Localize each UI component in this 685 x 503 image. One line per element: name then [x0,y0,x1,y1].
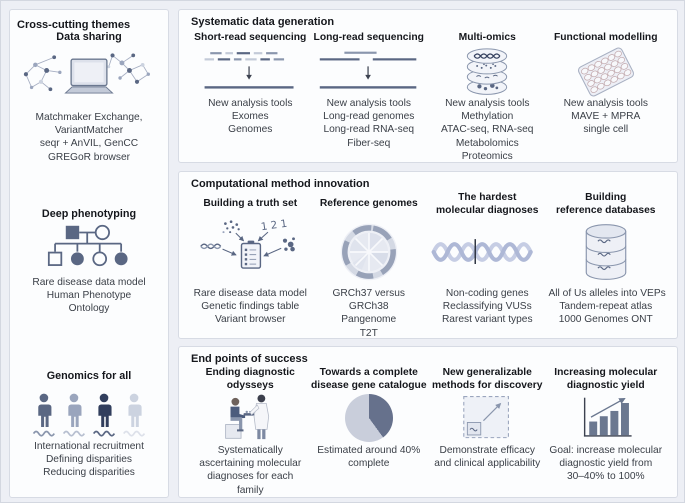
column-heading: Reference genomes [319,198,418,210]
clipboard-evidence-icon: 1 2 1 [193,217,308,287]
column-reference-genomes: Reference genomes [310,192,429,339]
column-short-read-sequencing: Short-read sequencing [191,30,310,162]
well-plate-icon [549,47,664,97]
left-panel-title: Cross-cutting themes [17,19,131,31]
omics-dish-stack-icon [430,47,545,97]
svg-text:1 2 1: 1 2 1 [260,218,288,234]
diverse-people-icon [15,384,163,440]
rising-bar-chart-icon [549,392,664,444]
column-heading: Short-read sequencing [194,32,307,43]
long-read-sequencing-icon [312,47,427,97]
pie-chart-wrap [312,392,427,444]
laptop-network-icon [15,45,163,111]
panel-systematic-data-generation: Systematic data generation Short-read se… [178,9,678,163]
section-heading: Data sharing [56,31,122,43]
dna-helix-cursor-icon [430,217,545,287]
expanding-scope-icon [430,392,545,444]
column-building-a-truth-set: Building a truth set [191,192,310,338]
section-genomics-for-all: Genomics for all [15,370,163,480]
section-heading: Deep phenotyping [41,208,137,220]
doctor-patient-icon [193,392,308,444]
column-multi-omics: Multi-omics [428,30,547,162]
panel-title: Systematic data generation [191,16,335,28]
main-panels: Systematic data generation Short-read se… [178,9,678,498]
column-heading: Building a truth set [203,198,298,210]
column-heading: Functional modelling [553,32,658,43]
column-heading: Long-read sequencing [313,32,424,43]
column-text: Estimated around 40%complete [317,445,421,470]
short-read-sequencing-icon [193,47,308,97]
panel-title: Computational method innovation [191,178,370,190]
section-data-sharing: Data sharing [15,31,163,164]
pie-chart-icon [344,394,393,442]
genome-circle-icon [312,217,427,287]
database-icon [549,217,664,287]
panel-cross-cutting-themes: Cross-cutting themes Data sharing [9,9,169,498]
column-functional-modelling: Functional modelling [547,30,666,162]
section-heading: Genomics for all [46,370,132,382]
pedigree-icon [15,222,163,276]
panel-title: End points of success [191,353,308,365]
panel-computational-method-innovation: Computational method innovation Building… [178,171,678,339]
section-deep-phenotyping: Deep phenotyping [15,208,163,316]
column-heading: Multi-omics [458,32,516,43]
